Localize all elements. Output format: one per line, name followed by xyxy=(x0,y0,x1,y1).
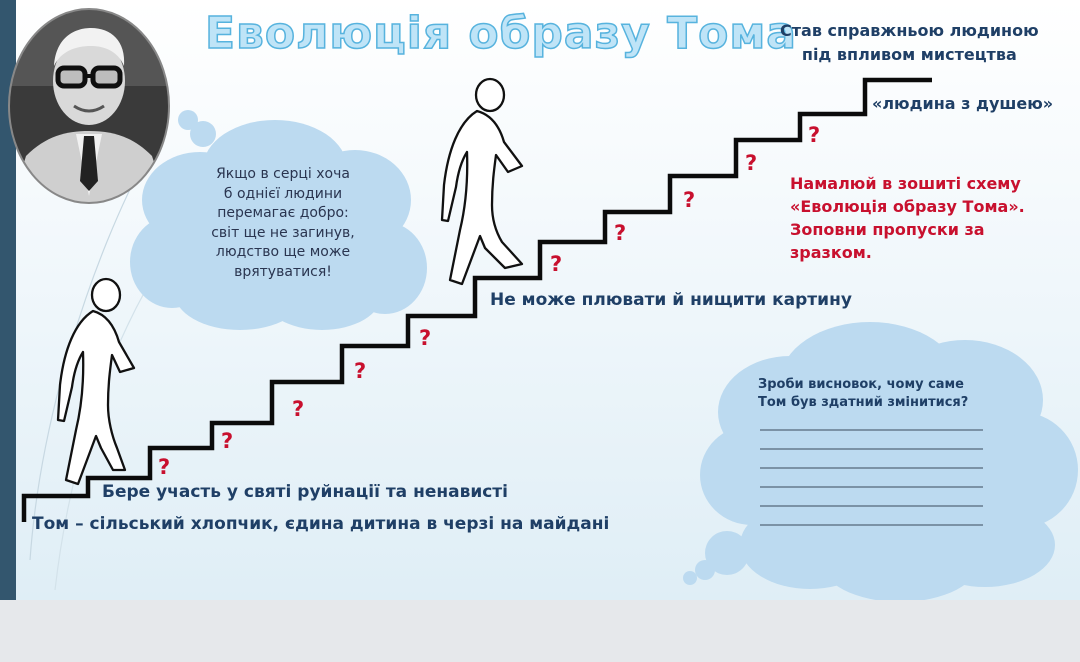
question-mark: ? xyxy=(158,455,170,479)
question-mark: ? xyxy=(683,188,695,212)
question-mark: ? xyxy=(745,151,757,175)
slide: ? ? ? ? ? ? ? ? ? ? xyxy=(0,0,1080,600)
walking-man-icon xyxy=(58,279,134,484)
question-mark: ? xyxy=(354,359,366,383)
quote-line: врятуватися! xyxy=(170,263,396,283)
quote-line: Якщо в серці хоча xyxy=(170,165,396,185)
page-title: Еволюція образу Тома xyxy=(205,8,797,59)
conclusion-line: Зроби висновок, чому саме xyxy=(758,376,988,394)
note-line: Став справжньою людиною xyxy=(780,19,1039,43)
transformation-note: Став справжньою людиною під впливом мист… xyxy=(780,19,1039,67)
portrait-photo xyxy=(6,6,172,206)
quote-line: перемагає добро: xyxy=(170,204,396,224)
step-label-second: Бере участь у святі руйнації та ненавист… xyxy=(102,482,508,502)
step-label-middle: Не може плювати й нищити картину xyxy=(490,290,852,310)
task-line: «Еволюція образу Тома». xyxy=(790,195,1025,218)
quote-text: Якщо в серці хоча б однієї людини перема… xyxy=(170,165,396,282)
question-mark: ? xyxy=(292,397,304,421)
conclusion-cloud xyxy=(683,322,1078,600)
task-line: зразком. xyxy=(790,241,1025,264)
quote-line: б однієї людини xyxy=(170,185,396,205)
conclusion-question: Зроби висновок, чому саме Том був здатни… xyxy=(758,376,988,412)
conclusion-line: Том був здатний змінитися? xyxy=(758,394,988,412)
task-line: Зоповни пропуски за xyxy=(790,218,1025,241)
step-label-first: Том – сільський хлопчик, єдина дитина в … xyxy=(32,514,609,534)
question-mark: ? xyxy=(614,221,626,245)
task-line: Намалюй в зошиті схему xyxy=(790,172,1025,195)
question-mark: ? xyxy=(221,429,233,453)
walking-man-icon xyxy=(442,79,522,284)
question-mark: ? xyxy=(808,123,820,147)
quote-line: світ ще не загинув, xyxy=(170,224,396,244)
goal-label: «людина з душею» xyxy=(872,94,1053,113)
note-line: під впливом мистецтва xyxy=(780,43,1039,67)
bottom-margin xyxy=(0,600,1080,662)
question-mark: ? xyxy=(550,252,562,276)
task-text: Намалюй в зошиті схему «Еволюція образу … xyxy=(790,172,1025,264)
quote-line: людство ще може xyxy=(170,243,396,263)
question-mark: ? xyxy=(419,326,431,350)
